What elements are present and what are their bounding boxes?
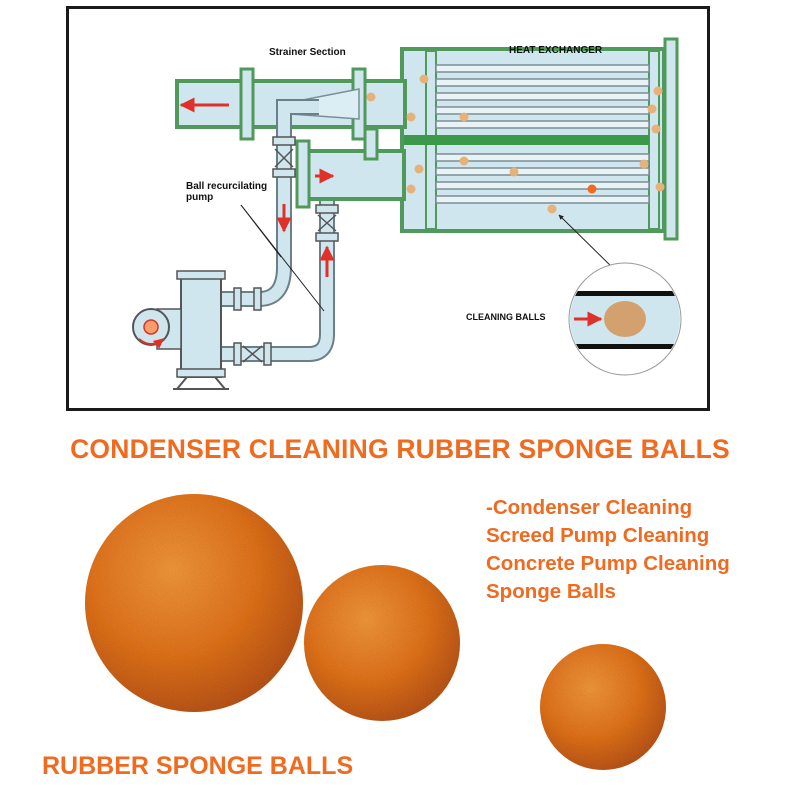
use-item: Screed Pump Cleaning — [486, 524, 710, 547]
feed-pipe — [219, 201, 339, 366]
large-sponge-ball — [85, 494, 303, 712]
use-item: -Condenser Cleaning — [486, 496, 693, 519]
pump-callout — [240, 204, 325, 312]
inlet-pipe — [295, 127, 406, 209]
balls-callout-arrow — [558, 214, 617, 272]
heat-exchanger-label: HEAT EXCHANGER — [509, 45, 603, 56]
heat-exchanger — [400, 37, 679, 241]
diagram-frame: Strainer Section HEAT EXCHANGER Ball rec… — [66, 6, 710, 411]
medium-sponge-ball — [304, 565, 460, 721]
recirculating-pump — [132, 270, 229, 390]
cleaning-balls-in-system — [366, 74, 665, 214]
strainer-section-label: Strainer Section — [269, 47, 346, 58]
cleaning-balls-label: CLEANING BALLS — [466, 312, 546, 322]
footer-title: RUBBER SPONGE BALLS — [42, 752, 354, 780]
cleaning-ball-zoom — [568, 262, 682, 376]
uses-list: -Condenser Cleaning Screed Pump Cleaning… — [486, 494, 730, 606]
main-heading: CONDENSER CLEANING RUBBER SPONGE BALLS — [70, 434, 730, 464]
condenser-diagram — [132, 37, 682, 390]
use-item: Sponge Balls — [486, 580, 616, 603]
use-item: Concrete Pump Cleaning — [486, 552, 730, 575]
pump-label: Ball recurcilating pump — [186, 181, 268, 203]
small-sponge-ball — [540, 644, 666, 770]
